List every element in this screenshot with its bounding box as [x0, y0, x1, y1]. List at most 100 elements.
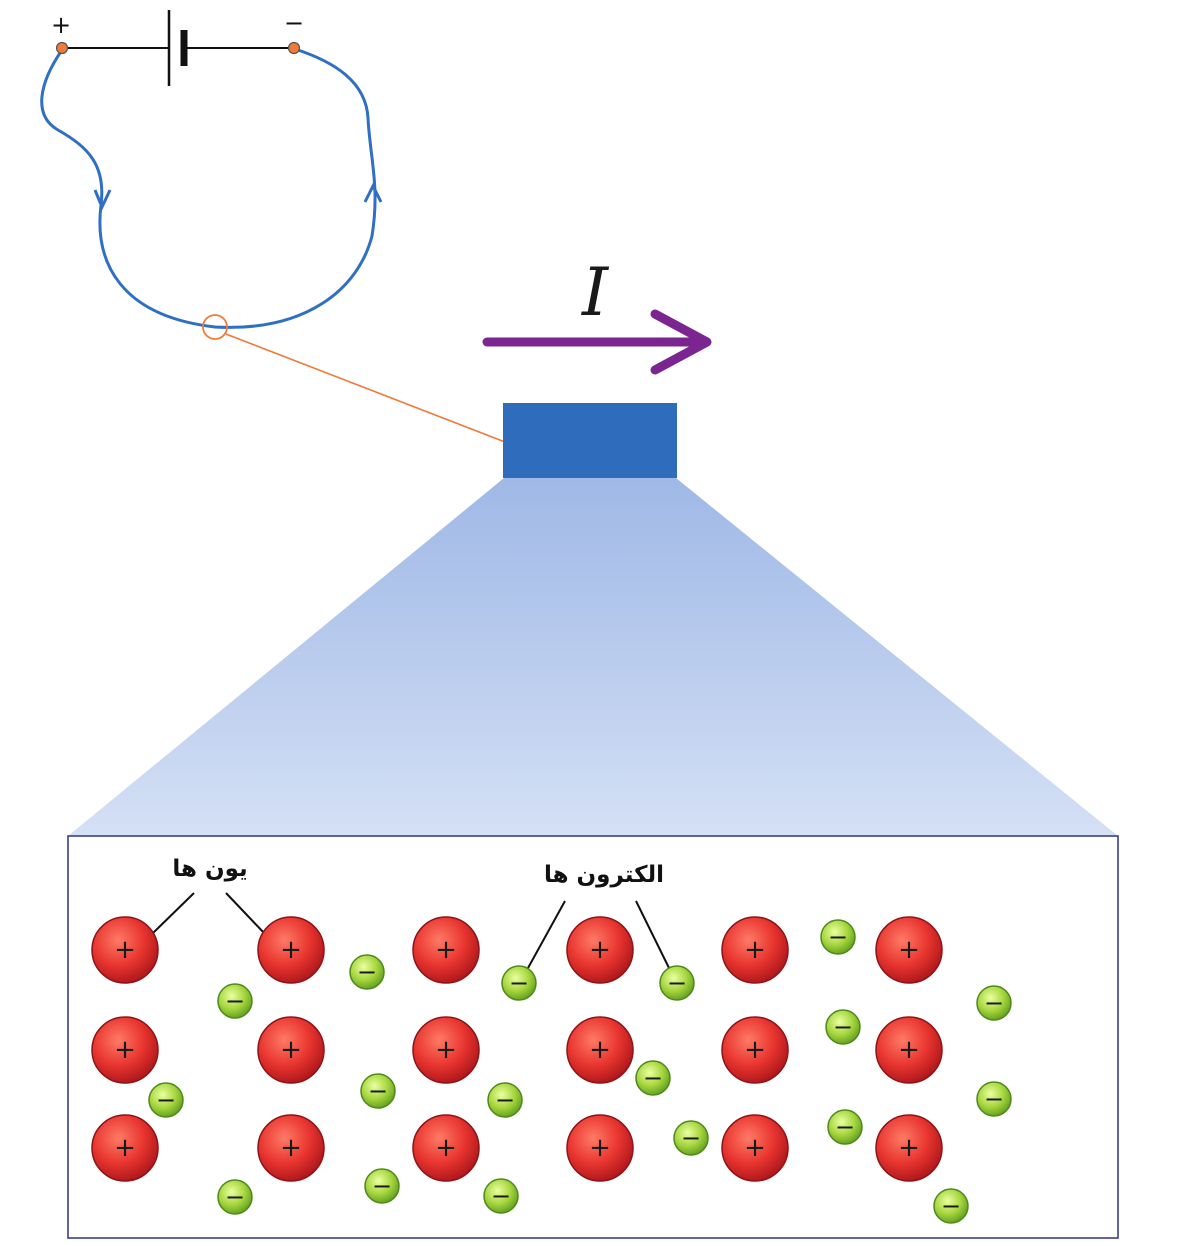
electron-body	[501, 965, 537, 1001]
electron-body	[933, 1188, 969, 1224]
electron: −	[487, 1082, 523, 1118]
electron-sign: −	[643, 1064, 663, 1092]
zoom-connector-line	[225, 333, 506, 443]
electron: −	[364, 1168, 400, 1204]
electron-sign: −	[357, 958, 377, 986]
ion-body	[257, 916, 325, 984]
ion: +	[875, 1016, 943, 1084]
electron: −	[976, 1081, 1012, 1117]
ion-sign: +	[435, 1035, 457, 1065]
electron-sign: −	[667, 969, 687, 997]
electron-sign: −	[368, 1077, 388, 1105]
electron-sign: −	[225, 987, 245, 1015]
wire-arrow-down-icon	[93, 189, 112, 211]
ion: +	[721, 916, 789, 984]
positive-terminal-dot	[55, 41, 69, 55]
ion-body	[257, 1016, 325, 1084]
zoom-beam	[68, 478, 1118, 836]
ion-body	[875, 916, 943, 984]
electron: −	[820, 919, 856, 955]
electron-body	[976, 985, 1012, 1021]
negative-terminal-label: −	[284, 9, 304, 37]
ion-sign: +	[898, 1133, 920, 1163]
ion: +	[412, 916, 480, 984]
electrons-layer: −−−−−−−−−−−−−−−−−−	[148, 919, 1012, 1224]
ion-body	[257, 1114, 325, 1182]
electron: −	[483, 1178, 519, 1214]
electron-sign: −	[941, 1192, 961, 1220]
electron-body	[820, 919, 856, 955]
ion-sign: +	[280, 935, 302, 965]
wire-arrow-up-icon	[363, 182, 383, 203]
electron: −	[501, 965, 537, 1001]
electron-body	[659, 965, 695, 1001]
current-label: I	[581, 254, 610, 331]
ions-label: یون ها	[172, 856, 247, 882]
electron-sign: −	[833, 1013, 853, 1041]
negative-terminal-dot	[287, 41, 301, 55]
ion: +	[91, 1114, 159, 1182]
ion-sign: +	[280, 1035, 302, 1065]
ion-sign: +	[744, 935, 766, 965]
electron: −	[217, 983, 253, 1019]
ion-body	[91, 916, 159, 984]
ion: +	[566, 916, 634, 984]
ion-sign: +	[744, 1133, 766, 1163]
electron-pointer-line	[527, 900, 566, 969]
electron-body	[148, 1082, 184, 1118]
electron: −	[349, 954, 385, 990]
electron-body	[483, 1178, 519, 1214]
ion: +	[91, 1016, 159, 1084]
electron: −	[360, 1073, 396, 1109]
conductor-segment	[503, 403, 677, 478]
ion-body	[412, 1114, 480, 1182]
ion-sign: +	[589, 935, 611, 965]
ion-body	[566, 916, 634, 984]
ion: +	[412, 1016, 480, 1084]
electron-body	[673, 1120, 709, 1156]
ion: +	[91, 916, 159, 984]
electron-sign: −	[156, 1086, 176, 1114]
electron: −	[148, 1082, 184, 1118]
electron: −	[217, 1179, 253, 1215]
electron-sign: −	[225, 1183, 245, 1211]
electron: −	[933, 1188, 969, 1224]
electron-body	[487, 1082, 523, 1118]
ion: +	[257, 916, 325, 984]
electron-sign: −	[828, 923, 848, 951]
ion: +	[412, 1114, 480, 1182]
electron-sign: −	[372, 1172, 392, 1200]
ion-sign: +	[114, 935, 136, 965]
ion-body	[566, 1114, 634, 1182]
electron-sign: −	[984, 989, 1004, 1017]
ion-body	[91, 1016, 159, 1084]
ion-sign: +	[898, 935, 920, 965]
ion: +	[721, 1016, 789, 1084]
current-arrow-head-icon	[650, 309, 712, 375]
wire	[40, 47, 377, 329]
ion-pointer-line	[151, 892, 195, 935]
electron-body	[825, 1009, 861, 1045]
electron-body	[976, 1081, 1012, 1117]
ion-pointer-line	[225, 892, 266, 935]
ions-layer: + + + + + + + + + + + + + + + + + +	[91, 916, 943, 1182]
electron: −	[976, 985, 1012, 1021]
electron-body	[827, 1109, 863, 1145]
ion-sign: +	[898, 1035, 920, 1065]
ion: +	[721, 1114, 789, 1182]
zoom-marker-circle	[202, 314, 228, 340]
ion: +	[566, 1114, 634, 1182]
ion: +	[566, 1016, 634, 1084]
ion-body	[721, 916, 789, 984]
ion: +	[257, 1114, 325, 1182]
electron-body	[217, 983, 253, 1019]
ion-sign: +	[114, 1035, 136, 1065]
electron-pointer-line	[635, 900, 671, 971]
ion-sign: +	[435, 935, 457, 965]
ion-body	[721, 1114, 789, 1182]
ion-body	[566, 1016, 634, 1084]
electron: −	[659, 965, 695, 1001]
ion-sign: +	[280, 1133, 302, 1163]
current-indicator: I	[482, 254, 712, 375]
